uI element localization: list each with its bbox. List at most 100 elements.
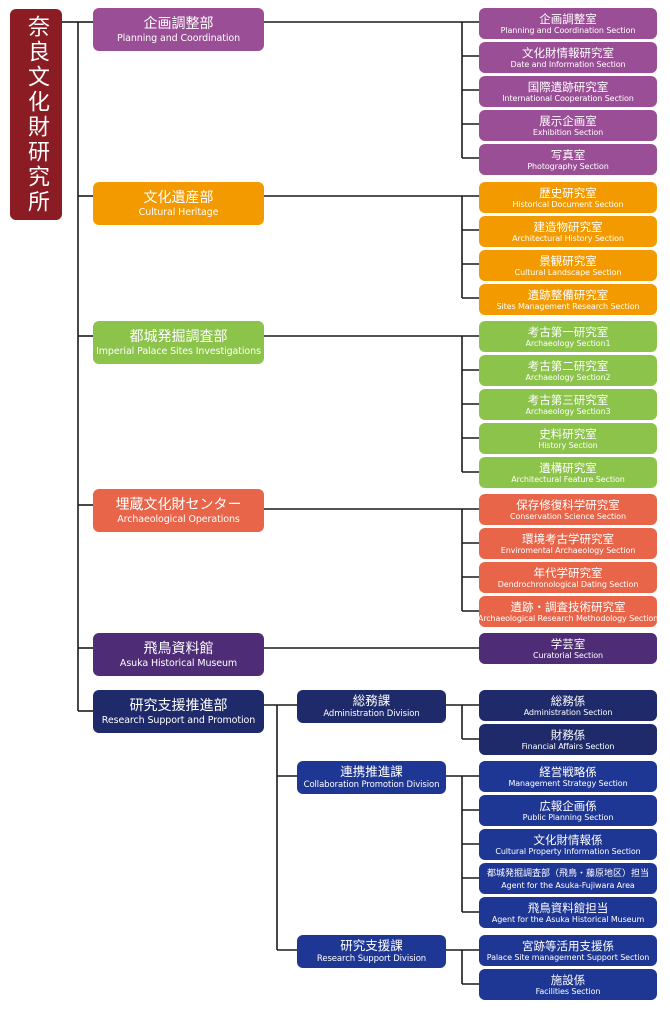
root-organization: 奈良文化財研究所 <box>10 9 62 220</box>
section-box: 経営戦略係 Management Strategy Section <box>479 761 657 792</box>
dept-label-en: Archaeological Operations <box>117 513 240 525</box>
section-label-en: Cultural Property Information Section <box>495 846 641 856</box>
section-label-jp: 年代学研究室 <box>533 565 603 580</box>
dept-label-jp: 企画調整部 <box>143 15 214 32</box>
dept-label-en: Research Support and Promotion <box>101 714 256 726</box>
section-box: 遺跡整備研究室 Sites Management Research Sectio… <box>479 284 657 315</box>
section-label-en: Architectural History Section <box>512 233 624 243</box>
section-label-jp: 史料研究室 <box>539 426 597 441</box>
section-label-jp: 学芸室 <box>550 636 586 651</box>
section-label-en: Agent for the Asuka-Fujiwara Area <box>501 880 635 890</box>
dept-research-support: 研究支援推進部 Research Support and Promotion <box>93 690 264 733</box>
dept-label-en: Imperial Palace Sites Investigations <box>96 345 261 357</box>
section-box: 宮跡等活用支援係 Palace Site management Support … <box>479 935 657 966</box>
section-box: 国際遺跡研究室 International Cooperation Sectio… <box>479 76 657 107</box>
section-label-en: Archaeological Research Methodology Sect… <box>479 613 657 623</box>
division-label-en: Collaboration Promotion Division <box>303 780 440 790</box>
section-label-en: Financial Affairs Section <box>521 741 615 751</box>
section-label-en: Conservation Science Section <box>510 511 626 521</box>
division-collaboration-promotion: 連携推進課 Collaboration Promotion Division <box>297 761 446 794</box>
dept-asuka-museum: 飛鳥資料館 Asuka Historical Museum <box>93 633 264 676</box>
section-label-en: Exhibition Section <box>532 127 604 137</box>
section-label-jp: 建造物研究室 <box>533 219 603 234</box>
section-box: 施設係 Facilities Section <box>479 969 657 1000</box>
section-box: 環境考古学研究室 Enviromental Archaeology Sectio… <box>479 528 657 559</box>
section-label-en: Date and Information Section <box>510 59 626 69</box>
section-box: 財務係 Financial Affairs Section <box>479 724 657 755</box>
section-box: 広報企画係 Public Planning Section <box>479 795 657 826</box>
section-label-jp: 展示企画室 <box>539 113 597 128</box>
division-label-jp: 総務課 <box>352 693 391 708</box>
section-box: 写真室 Photography Section <box>479 144 657 175</box>
section-label-en: Palace Site management Support Section <box>486 952 650 962</box>
section-box: 文化財情報研究室 Date and Information Section <box>479 42 657 73</box>
dept-label-jp: 研究支援推進部 <box>129 697 228 714</box>
section-box: 歴史研究室 Historical Document Section <box>479 182 657 213</box>
dept-planning: 企画調整部 Planning and Coordination <box>93 8 264 51</box>
dept-label-en: Planning and Coordination <box>116 32 241 44</box>
section-label-en: Dendrochronological Dating Section <box>497 579 639 589</box>
section-label-en: Architectural Feature Section <box>511 474 625 484</box>
section-label-jp: 景観研究室 <box>539 253 597 268</box>
section-label-jp: 施設係 <box>550 972 586 987</box>
section-box: 考古第三研究室 Archaeology Section3 <box>479 389 657 420</box>
section-box: 都城発掘調査部（飛鳥・藤原地区）担当 Agent for the Asuka-F… <box>479 863 657 894</box>
dept-label-jp: 都城発掘調査部 <box>129 328 228 345</box>
section-label-jp: 企画調整室 <box>539 11 597 26</box>
section-box: 展示企画室 Exhibition Section <box>479 110 657 141</box>
section-box: 史料研究室 History Section <box>479 423 657 454</box>
section-label-en: History Section <box>538 440 598 450</box>
division-label-jp: 連携推進課 <box>340 764 403 779</box>
section-label-jp: 国際遺跡研究室 <box>527 79 609 94</box>
section-label-jp: 歴史研究室 <box>539 185 597 200</box>
section-label-en: Public Planning Section <box>522 812 614 822</box>
section-label-jp: 飛鳥資料館担当 <box>527 900 609 915</box>
dept-label-jp: 飛鳥資料館 <box>143 640 214 657</box>
section-label-jp: 写真室 <box>550 147 586 162</box>
section-box: 遺跡・調査技術研究室 Archaeological Research Metho… <box>479 596 657 627</box>
section-label-en: Sites Management Research Section <box>496 301 640 311</box>
division-research-support: 研究支援課 Research Support Division <box>297 935 446 968</box>
section-label-jp: 遺跡・調査技術研究室 <box>510 599 626 614</box>
section-label-en: Photography Section <box>527 161 609 171</box>
dept-label-jp: 埋蔵文化財センター <box>115 496 242 513</box>
section-label-en: Planning and Coordination Section <box>500 25 636 35</box>
section-label-jp: 遺構研究室 <box>539 460 597 475</box>
section-label-en: Facilities Section <box>535 986 601 996</box>
section-label-en: Historical Document Section <box>512 199 624 209</box>
section-label-en: Administration Section <box>523 707 613 717</box>
section-label-jp: 保存修復科学研究室 <box>516 497 620 512</box>
division-label-jp: 研究支援課 <box>340 938 403 953</box>
section-box: 考古第一研究室 Archaeology Section1 <box>479 321 657 352</box>
dept-label-en: Cultural Heritage <box>138 206 219 218</box>
section-label-jp: 財務係 <box>550 727 586 742</box>
section-label-en: Archaeology Section1 <box>525 338 611 348</box>
division-administration: 総務課 Administration Division <box>297 690 446 723</box>
section-label-en: Agent for the Asuka Historical Museum <box>491 914 645 924</box>
section-box: 景観研究室 Cultural Landscape Section <box>479 250 657 281</box>
dept-imperial-palace: 都城発掘調査部 Imperial Palace Sites Investigat… <box>93 321 264 364</box>
section-label-jp: 環境考古学研究室 <box>522 531 614 546</box>
section-label-en: Enviromental Archaeology Section <box>500 545 636 555</box>
section-box: 建造物研究室 Architectural History Section <box>479 216 657 247</box>
section-label-jp: 宮跡等活用支援係 <box>522 938 614 953</box>
dept-cultural-heritage: 文化遺産部 Cultural Heritage <box>93 182 264 225</box>
section-label-jp: 広報企画係 <box>539 798 597 813</box>
section-label-en: Curatorial Section <box>533 650 603 660</box>
section-box: 保存修復科学研究室 Conservation Science Section <box>479 494 657 525</box>
section-label-en: Archaeology Section2 <box>525 372 611 382</box>
dept-archaeological-operations: 埋蔵文化財センター Archaeological Operations <box>93 489 264 532</box>
section-box: 文化財情報係 Cultural Property Information Sec… <box>479 829 657 860</box>
section-box: 学芸室 Curatorial Section <box>479 633 657 664</box>
section-label-jp: 都城発掘調査部（飛鳥・藤原地区）担当 <box>486 868 649 879</box>
section-label-jp: 文化財情報研究室 <box>522 45 614 60</box>
section-label-en: Archaeology Section3 <box>525 406 611 416</box>
section-label-jp: 文化財情報係 <box>533 832 603 847</box>
division-label-en: Research Support Division <box>316 954 427 964</box>
division-label-en: Administration Division <box>323 709 420 719</box>
section-label-en: Cultural Landscape Section <box>514 267 622 277</box>
section-label-jp: 総務係 <box>550 693 586 708</box>
root-title: 奈良文化財研究所 <box>24 14 49 215</box>
section-label-jp: 考古第一研究室 <box>527 324 609 339</box>
